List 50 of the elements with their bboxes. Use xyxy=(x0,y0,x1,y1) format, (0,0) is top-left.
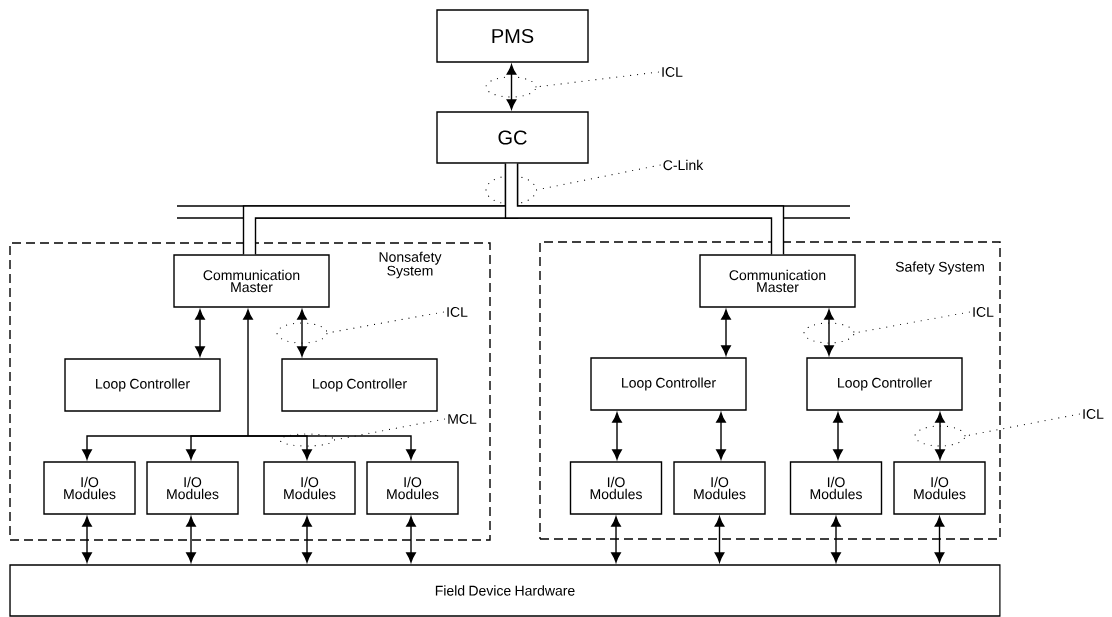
callout-label: MCL xyxy=(448,414,477,424)
callout-label: C-Link xyxy=(663,159,704,171)
module-box: I/O Modules xyxy=(263,461,356,515)
arrow xyxy=(611,516,621,563)
process-box: PMS xyxy=(436,9,589,63)
leader-line xyxy=(279,418,446,447)
process-box: Communication Master xyxy=(699,254,856,308)
leader-line xyxy=(803,311,970,344)
callout-label: ICL xyxy=(447,307,468,317)
arrow xyxy=(831,516,841,563)
arrow xyxy=(716,412,726,460)
module-box: I/O Modules xyxy=(673,461,766,515)
callout-label: ICL xyxy=(662,67,683,77)
arrow xyxy=(935,412,945,460)
module-box: I/O Modules xyxy=(366,461,459,515)
process-box: Communication Master xyxy=(173,254,330,308)
process-box: GC xyxy=(436,111,589,164)
module-box: I/O Modules xyxy=(569,461,663,515)
arrow xyxy=(82,516,92,563)
arrow xyxy=(833,412,843,460)
process-box: Field Device Hardware xyxy=(9,564,1001,617)
arrow xyxy=(934,516,945,563)
callout-label: ICL xyxy=(1083,409,1104,419)
module-box: I/O Modules xyxy=(789,461,883,515)
arrow xyxy=(406,516,416,563)
module-box: I/O Modules xyxy=(893,461,986,515)
arrow xyxy=(714,516,725,563)
leader-line xyxy=(485,71,659,98)
arrow xyxy=(506,64,517,110)
process-box: Loop Controller xyxy=(281,358,438,412)
arrow xyxy=(612,412,622,460)
arrow xyxy=(302,516,312,563)
bus-link xyxy=(504,163,785,255)
callout-label: ICL xyxy=(973,307,994,317)
arrow xyxy=(824,309,834,356)
leader-line xyxy=(276,311,444,344)
module-box: I/O Modules xyxy=(43,461,136,515)
arrow xyxy=(186,435,249,460)
arrow xyxy=(297,309,307,357)
arrow xyxy=(195,309,205,357)
arrow xyxy=(247,435,416,460)
leader-line xyxy=(485,164,661,205)
arrow xyxy=(721,309,731,356)
process-box: Loop Controller xyxy=(64,358,221,412)
leader-line xyxy=(914,413,1080,447)
process-box: Loop Controller xyxy=(590,357,747,411)
process-box: Loop Controller xyxy=(806,357,963,411)
arrow xyxy=(243,309,253,437)
module-box: I/O Modules xyxy=(146,461,239,515)
arrow xyxy=(186,516,196,563)
